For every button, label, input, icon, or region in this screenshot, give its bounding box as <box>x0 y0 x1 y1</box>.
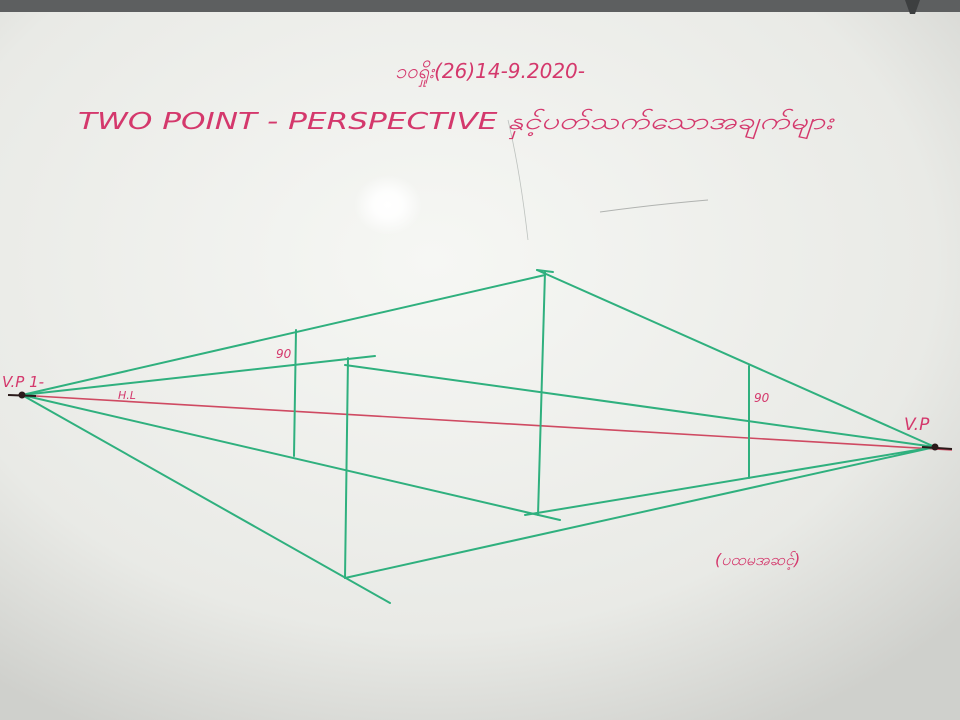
board-surface <box>0 12 960 720</box>
angle-label-left: 90 <box>276 347 292 361</box>
line-vp2-top-far <box>344 364 936 448</box>
vp-right-mark <box>921 446 953 450</box>
vp-left-label: V.P 1- <box>2 373 44 391</box>
light-glare <box>354 175 422 235</box>
line-vp1-bottom-far <box>21 394 561 521</box>
vertical-left-edge <box>344 357 349 579</box>
faint-mark-1 <box>507 119 529 241</box>
board-top-frame <box>0 0 960 14</box>
construction-lines <box>21 269 936 604</box>
line-vp2-bottom-far <box>524 446 936 516</box>
angle-label-right: 90 <box>754 391 770 405</box>
board-title: TWO POINT - PERSPECTIVE နှင့်ပတ်သက်သောအခ… <box>78 108 836 140</box>
line-vp1-top-far <box>21 355 376 396</box>
horizon-line <box>17 394 953 451</box>
vp-right-label: V.P <box>904 415 930 435</box>
vertical-left-measure <box>293 329 297 457</box>
vertical-near-corner <box>537 271 546 516</box>
vp-left-mark <box>7 394 37 397</box>
line-vp2-top-near <box>536 269 936 448</box>
horizon-label: H.L <box>118 389 136 402</box>
tick-top <box>536 269 554 273</box>
line-vp1-top-near <box>21 274 546 396</box>
line-vp1-bottom-near <box>21 394 391 604</box>
line-vp2-bottom-near <box>344 446 936 579</box>
faint-mark-2 <box>599 199 709 213</box>
signature: (ပထမအဆင့်) <box>715 550 800 570</box>
frame-clip <box>905 0 920 14</box>
date-line: ၁၀ရှိုး(26)14-9.2020- <box>395 59 585 87</box>
